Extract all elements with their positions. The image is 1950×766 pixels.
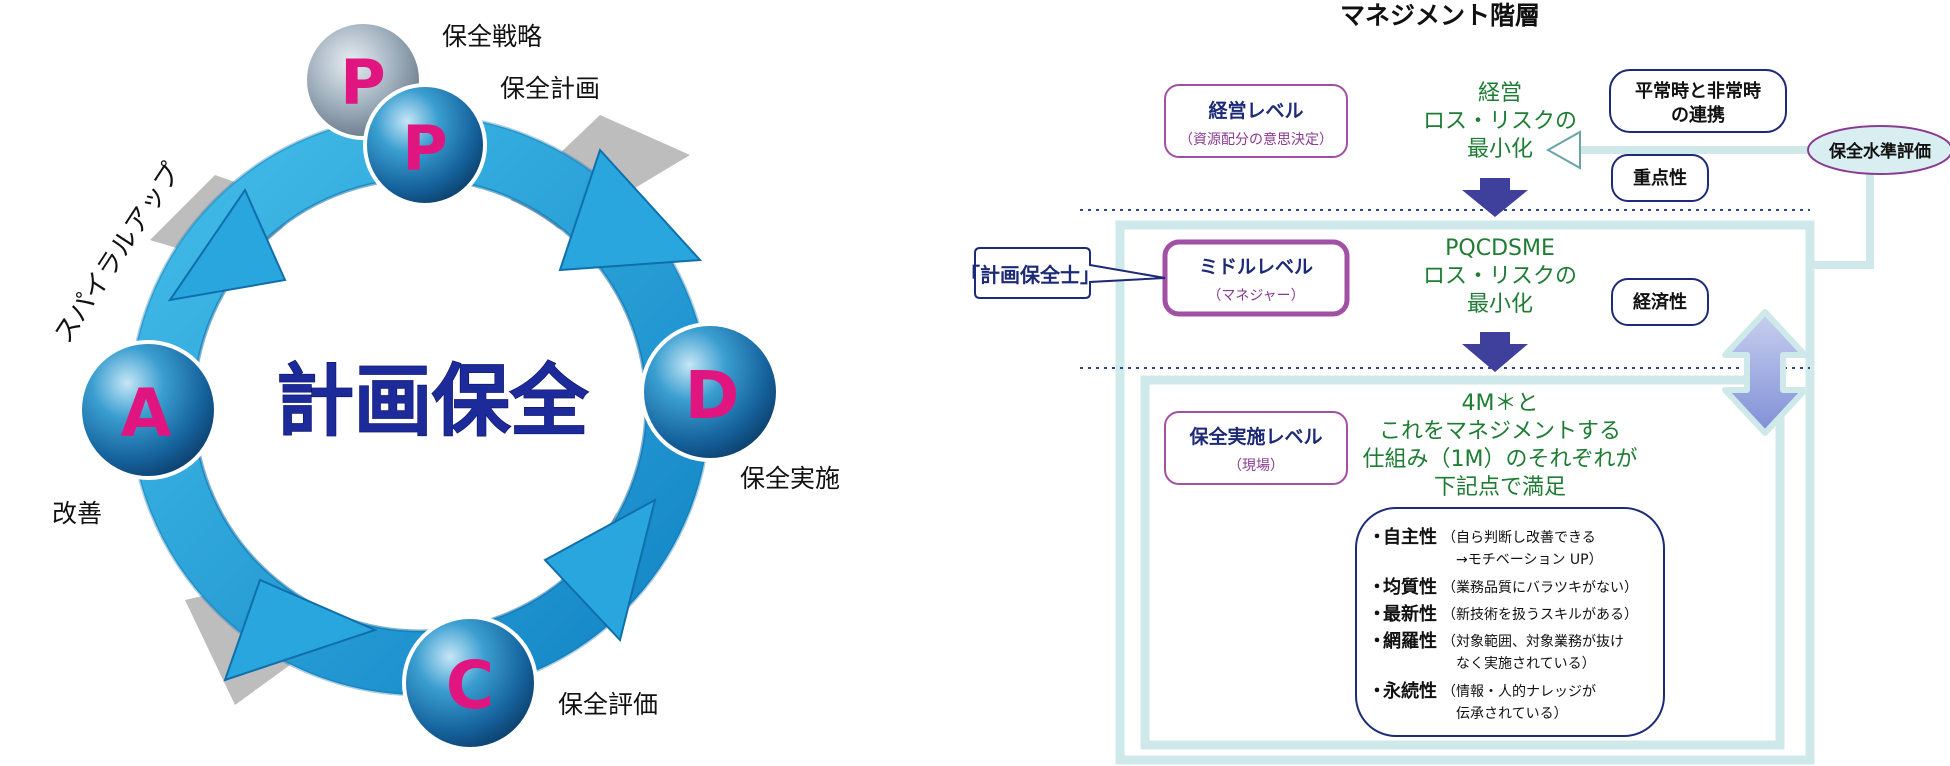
level-field-name: 保全実施レベル [1188, 425, 1322, 448]
attribute-continuity: ・ 永続性 （情報・人的ナレッジが 伝承されている） [1368, 680, 1596, 722]
attribute-bullet: ・ [1368, 631, 1386, 652]
level-middle-name: ミドルレベル [1199, 256, 1313, 278]
box-evaluation: 保全水準評価 [1807, 125, 1950, 175]
box-importance-text: 重点性 [1633, 167, 1687, 189]
field-goal-line-1: 4M＊と [1462, 391, 1539, 416]
node-label-check: 保全評価 [558, 690, 658, 719]
field-frame [1140, 375, 1785, 750]
attribute-autonomy-desc-2: →モチベーション UP） [1456, 552, 1603, 568]
attribute-modernity-name: 最新性 [1383, 603, 1437, 625]
node-label-strategy: 保全戦略 [442, 22, 542, 51]
attribute-uniformity-name: 均質性 [1383, 576, 1437, 598]
arrowhead-to-d [558, 148, 703, 272]
attribute-bullet: ・ [1368, 604, 1386, 625]
node-letter-plan: P [402, 112, 447, 185]
arrowhead-to-a [223, 578, 378, 682]
management-hierarchy: マネジメント階層 経営レベル （資源配分の意思決定） ミドルレベル （マネジャー… [960, 1, 1950, 765]
executive-goal-line-3: 最小化 [1467, 137, 1533, 162]
attribute-coverage: ・ 網羅性 （対象範囲、対象業務が抜け なく実施されている） [1368, 630, 1624, 672]
field-goal-line-4: 下記点で満足 [1434, 475, 1566, 500]
middle-goal-line-2: ロス・リスクの [1423, 264, 1577, 289]
executive-goal: 経営 ロス・リスクの 最小化 [1423, 81, 1577, 162]
attribute-bullet: ・ [1368, 577, 1386, 598]
attribute-coverage-name: 網羅性 [1383, 630, 1437, 652]
node-act-a: A [78, 340, 218, 480]
node-label-do: 保全実施 [740, 464, 840, 493]
node-label-plan: 保全計画 [500, 74, 600, 103]
middle-goal-line-3: 最小化 [1467, 292, 1533, 317]
attribute-panel: ・ 自主性 （自ら判断し改善できる →モチベーション UP） ・ 均質性 （業務… [1355, 507, 1665, 737]
level-middle-sub: （マネジャー） [1207, 288, 1304, 304]
node-letter-do: D [685, 357, 740, 434]
cycle-center-title: 計画保全 [276, 357, 589, 447]
level-executive-name: 経営レベル [1208, 99, 1303, 122]
box-economy-text: 経済性 [1633, 291, 1687, 313]
node-label-act: 改善 [52, 499, 102, 528]
attribute-autonomy: ・ 自主性 （自ら判断し改善できる →モチベーション UP） [1368, 526, 1603, 568]
box-normal-emergency-line-2: の連携 [1671, 104, 1725, 126]
field-goal: 4M＊と これをマネジメントする 仕組み（1M）のそれぞれが 下記点で満足 [1363, 391, 1638, 500]
attribute-coverage-desc-2: なく実施されている） [1456, 656, 1596, 672]
double-arrow [1722, 309, 1808, 436]
level-executive-sub: （資源配分の意思決定） [1179, 131, 1333, 148]
evaluation-feedback-line [1810, 160, 1874, 269]
box-evaluation-text: 保全水準評価 [1828, 141, 1931, 162]
level-field: 保全実施レベル （現場） [1164, 411, 1348, 485]
pdca-cycle: 計画保全 スパイラルアップ P P D C A 保全戦略 保全計画 保全実施 保… [49, 20, 840, 751]
middle-frame [1115, 220, 1815, 765]
level-executive: 経営レベル （資源配分の意思決定） [1164, 84, 1348, 158]
attribute-coverage-desc-1: （対象範囲、対象業務が抜け [1442, 633, 1624, 650]
node-check-c: C [402, 615, 538, 751]
level-field-sub: （現場） [1228, 458, 1284, 474]
middle-goal: PQCDSME ロス・リスクの 最小化 [1423, 236, 1577, 317]
attribute-uniformity-desc-1: （業務品質にバラツキがない） [1442, 580, 1638, 596]
attribute-modernity-desc-1: （新技術を扱うスキルがある） [1442, 607, 1638, 623]
down-arrow-2 [1462, 332, 1528, 372]
middle-goal-line-1: PQCDSME [1445, 236, 1555, 261]
attribute-modernity: ・ 最新性 （新技術を扱うスキルがある） [1368, 603, 1638, 625]
attribute-uniformity: ・ 均質性 （業務品質にバラツキがない） [1368, 576, 1638, 598]
management-title: マネジメント階層 [1340, 1, 1540, 30]
attribute-autonomy-name: 自主性 [1383, 526, 1437, 548]
down-arrow-1 [1462, 178, 1528, 217]
cycle-arrowheads [167, 148, 703, 682]
arrowhead-to-p [167, 187, 287, 302]
box-normal-emergency-line-1: 平常時と非常時 [1635, 80, 1761, 102]
field-goal-line-3: 仕組み（1M）のそれぞれが [1363, 447, 1638, 472]
attribute-bullet: ・ [1368, 527, 1386, 548]
executive-goal-line-2: ロス・リスクの [1423, 109, 1577, 134]
node-plan-p: P [363, 83, 487, 207]
callout-text: 「計画保全士」 [960, 263, 1100, 287]
box-normal-emergency: 平常時と非常時 の連携 [1609, 69, 1787, 133]
node-letter-check: C [446, 647, 494, 724]
attribute-autonomy-desc-1: （自ら判断し改善できる [1442, 530, 1596, 546]
node-letter-act: A [120, 375, 171, 452]
attribute-continuity-desc-1: （情報・人的ナレッジが [1442, 684, 1596, 700]
executive-goal-line-1: 経営 [1478, 81, 1522, 106]
feedback-arrowhead [1545, 130, 1581, 170]
field-goal-line-2: これをマネジメントする [1379, 419, 1621, 444]
callout-planned-maintenance-engineer: 「計画保全士」 [960, 247, 1166, 299]
attribute-bullet: ・ [1368, 681, 1386, 702]
attribute-continuity-desc-2: 伝承されている） [1456, 706, 1568, 722]
arrowhead-to-c [543, 498, 657, 643]
box-importance: 重点性 [1611, 154, 1709, 202]
node-do-d: D [640, 322, 780, 462]
level-middle: ミドルレベル （マネジャー） [1162, 239, 1350, 317]
attribute-continuity-name: 永続性 [1382, 680, 1437, 702]
box-economy: 経済性 [1611, 278, 1709, 326]
